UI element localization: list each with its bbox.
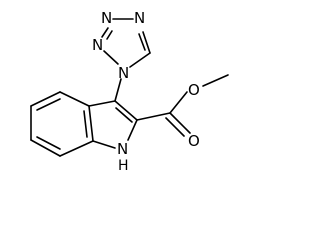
bond-n1-c7a [92,140,116,149]
bond-c4-c5 [30,91,61,107]
bond-tetrazole-indole [114,78,122,102]
bond-c7-c7a [59,140,94,157]
atom-label-n-tz2: N [92,36,103,54]
chemical-structure: N N N N O O N H [30,9,229,174]
bond-tz-c5-n4-double [142,31,151,54]
pyrrole-ring [88,100,138,149]
atom-label-o-ester: O [188,81,200,99]
tetrazole-ring [101,18,151,68]
bond-tz-n1-c5 [129,52,151,68]
bond-tz-n3-n2-inner [106,30,113,40]
bond-c3-c2-double [114,100,138,121]
bond-c2-carbonyl [136,112,171,121]
bond-c3-c2-inner [115,107,133,123]
atom-label-n-tz4: N [134,9,145,27]
atom-label-n-tz1: N [118,64,129,82]
bond-c6-c7 [30,139,61,157]
bond-c3a-c4 [59,91,90,107]
bond-tz-c5-n4-double-inner [138,33,146,51]
bond-c3a-c3 [88,100,116,107]
bond-tz-n2-n1 [103,50,119,65]
atom-label-nh-h: H [118,158,129,174]
bond-carbonyl-o-double-inner [165,117,185,137]
bond-o-methyl [202,74,229,87]
atom-label-o-carbonyl: O [188,132,200,150]
benzene-ring [30,91,94,157]
bond-c2-n1 [127,119,138,141]
bond-c6-c7-inner [36,136,61,150]
atom-label-nh-n: N [117,140,128,158]
atom-label-n-tz3: N [101,9,112,27]
bond-c3a-c7a [88,105,94,142]
ester-group [136,74,229,137]
bond-c3a-c7a-inner [83,110,88,138]
bond-carbonyl-o-double [169,112,191,134]
structure-canvas: N N N N O O N H [30,9,229,174]
bond-c4-c5-inner [36,98,61,111]
bond-tz-n3-n2 [101,27,109,38]
bond-carbonyl-o-ester [169,91,188,114]
